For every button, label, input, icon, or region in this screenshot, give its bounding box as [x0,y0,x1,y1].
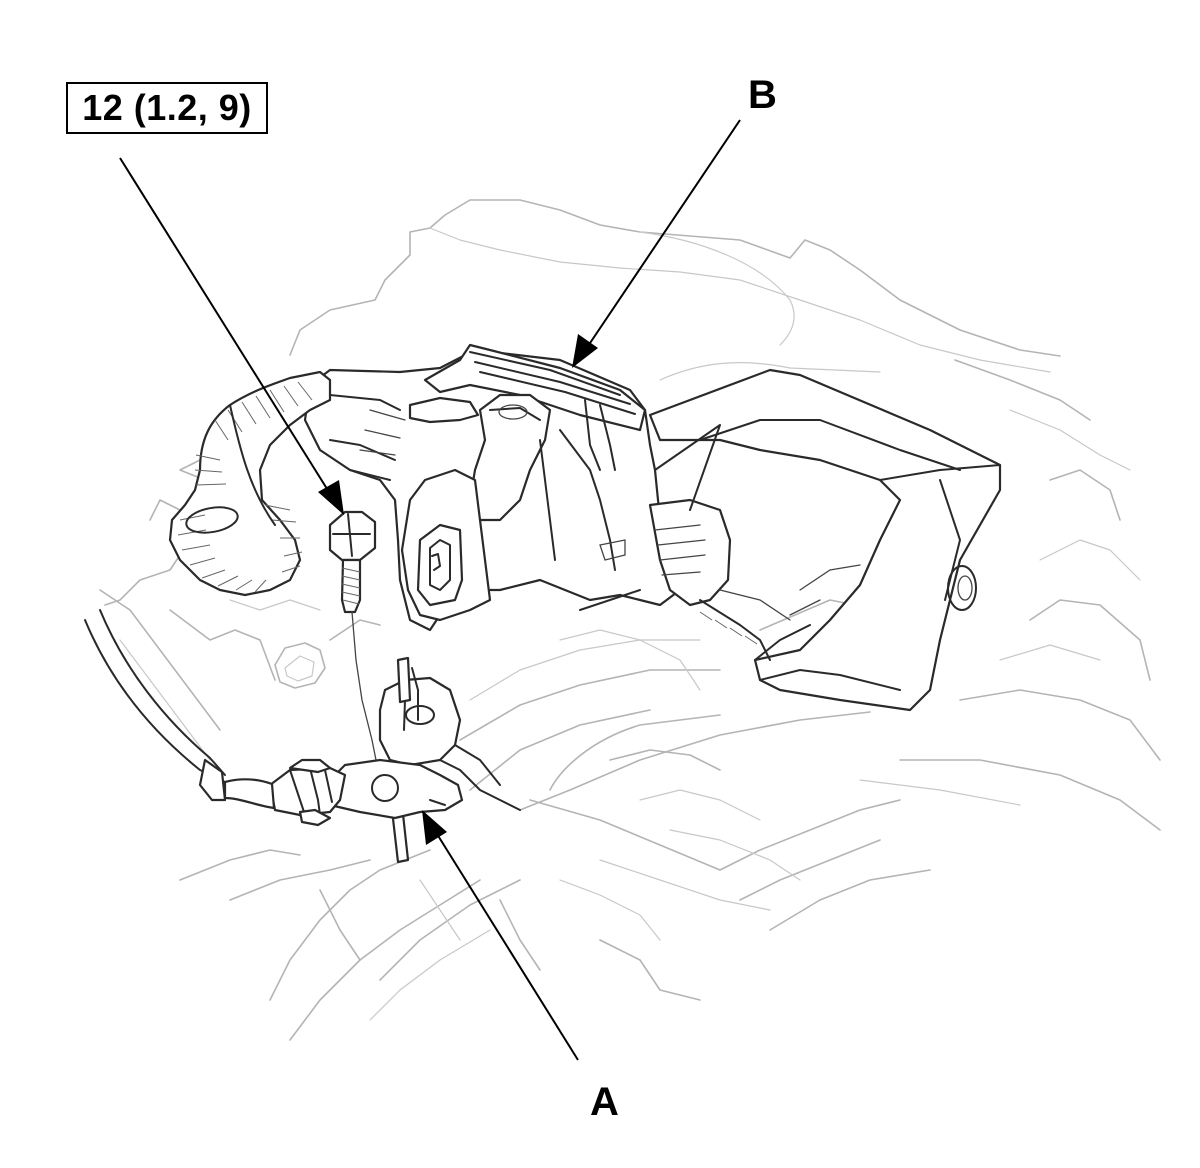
ground-terminal-a [84,609,521,864]
torque-spec-label: 12 (1.2, 9) [66,82,268,134]
leader-lines [119,119,741,1061]
callout-label-b: B [748,73,777,117]
arrowhead-a [422,810,447,845]
arrowhead-b [572,334,598,368]
vehicle-body-background [99,199,1161,1041]
connector-b [303,343,791,661]
leader-b [583,119,741,353]
arrowhead-torque [318,480,344,515]
callout-label-a: A [590,1080,619,1124]
leader-a [431,825,579,1061]
grounding-bolt [328,510,381,781]
leader-torque [119,157,335,501]
mount-bracket [648,368,1002,712]
wire-harness [168,370,332,597]
